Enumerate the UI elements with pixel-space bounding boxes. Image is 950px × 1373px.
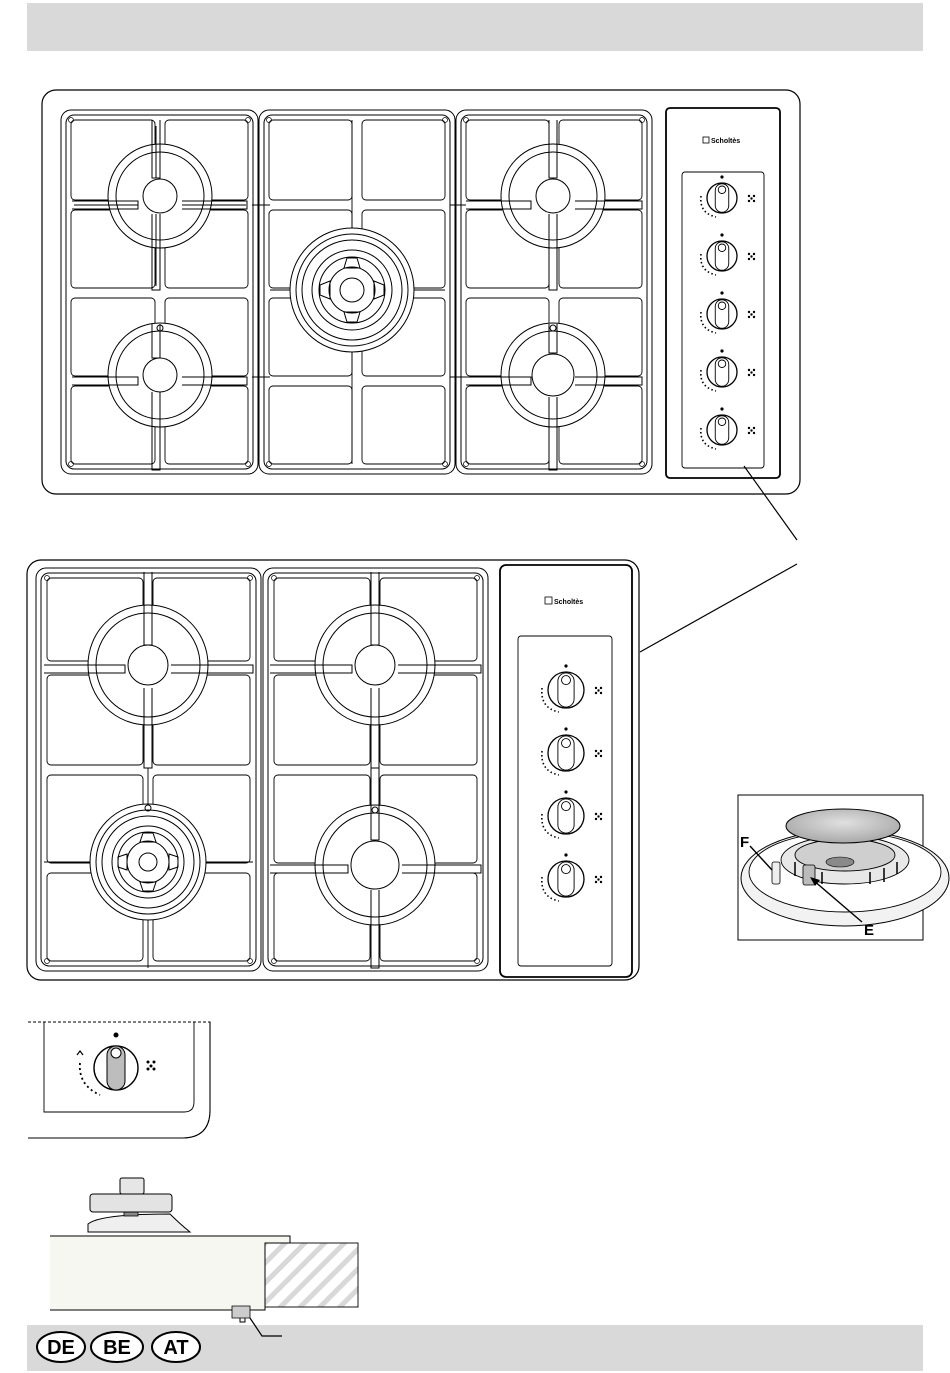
svg-text:Scholtès: Scholtès	[711, 138, 740, 145]
knob-detail	[28, 1022, 210, 1138]
country-badge-de: DE	[37, 1332, 85, 1362]
burner-large-center-wok	[270, 120, 445, 464]
small-panel-knob-1-symbol-icon	[595, 687, 602, 694]
country-badge-at: AT	[152, 1332, 200, 1362]
burner-small-bottom-right	[270, 768, 481, 968]
large-panel-knob-3[interactable]	[701, 291, 755, 333]
small-panel-knob-3-symbol-icon	[595, 813, 602, 820]
burner-large-bottom-right	[466, 323, 642, 470]
large-panel-knob-2[interactable]	[701, 233, 755, 275]
burner-large-top-right	[466, 120, 642, 290]
hob-large	[42, 90, 800, 494]
small-panel-knob-2-symbol-icon	[595, 750, 602, 757]
small-panel-knob-4-symbol-icon	[595, 876, 602, 883]
small-panel-knob-3[interactable]	[542, 790, 602, 838]
callout-label-f: F	[740, 834, 749, 851]
large-panel-knob-1[interactable]	[701, 175, 755, 217]
control-panel-small: Scholtès	[500, 565, 632, 977]
large-panel-knob-4-symbol-icon	[748, 369, 755, 376]
brand-logo-large: Scholtès	[703, 137, 740, 145]
brand-logo-small: Scholtès	[545, 597, 583, 606]
svg-text:DE: DE	[47, 1337, 75, 1359]
large-panel-knob-5-symbol-icon	[748, 427, 755, 434]
control-panel-large: Scholtès	[666, 108, 780, 478]
installation-section	[50, 1178, 358, 1336]
burner-detail: F E	[738, 795, 949, 940]
small-panel-knob-2[interactable]	[542, 727, 602, 775]
country-code-badges: DE BE AT	[36, 1330, 216, 1364]
small-panel-knob-1[interactable]	[542, 664, 602, 712]
callout-label-e: E	[864, 922, 874, 939]
large-panel-knob-3-symbol-icon	[748, 311, 755, 318]
small-panel-knob-4[interactable]	[542, 853, 602, 901]
svg-text:AT: AT	[163, 1337, 188, 1359]
burner-large-top-left	[72, 120, 247, 290]
svg-text:BE: BE	[103, 1337, 131, 1359]
burner-small-top-left	[44, 572, 253, 768]
burner-small-top-right	[270, 572, 481, 768]
large-panel-knob-4[interactable]	[701, 349, 755, 391]
burner-small-bottom-left-wok	[44, 768, 253, 968]
svg-text:Scholtès: Scholtès	[554, 599, 583, 606]
large-panel-knob-5[interactable]	[701, 407, 755, 449]
large-panel-knob-1-symbol-icon	[748, 195, 755, 202]
burner-large-bottom-left	[72, 323, 247, 470]
large-panel-knob-2-symbol-icon	[748, 253, 755, 260]
country-badge-be: BE	[91, 1332, 143, 1362]
